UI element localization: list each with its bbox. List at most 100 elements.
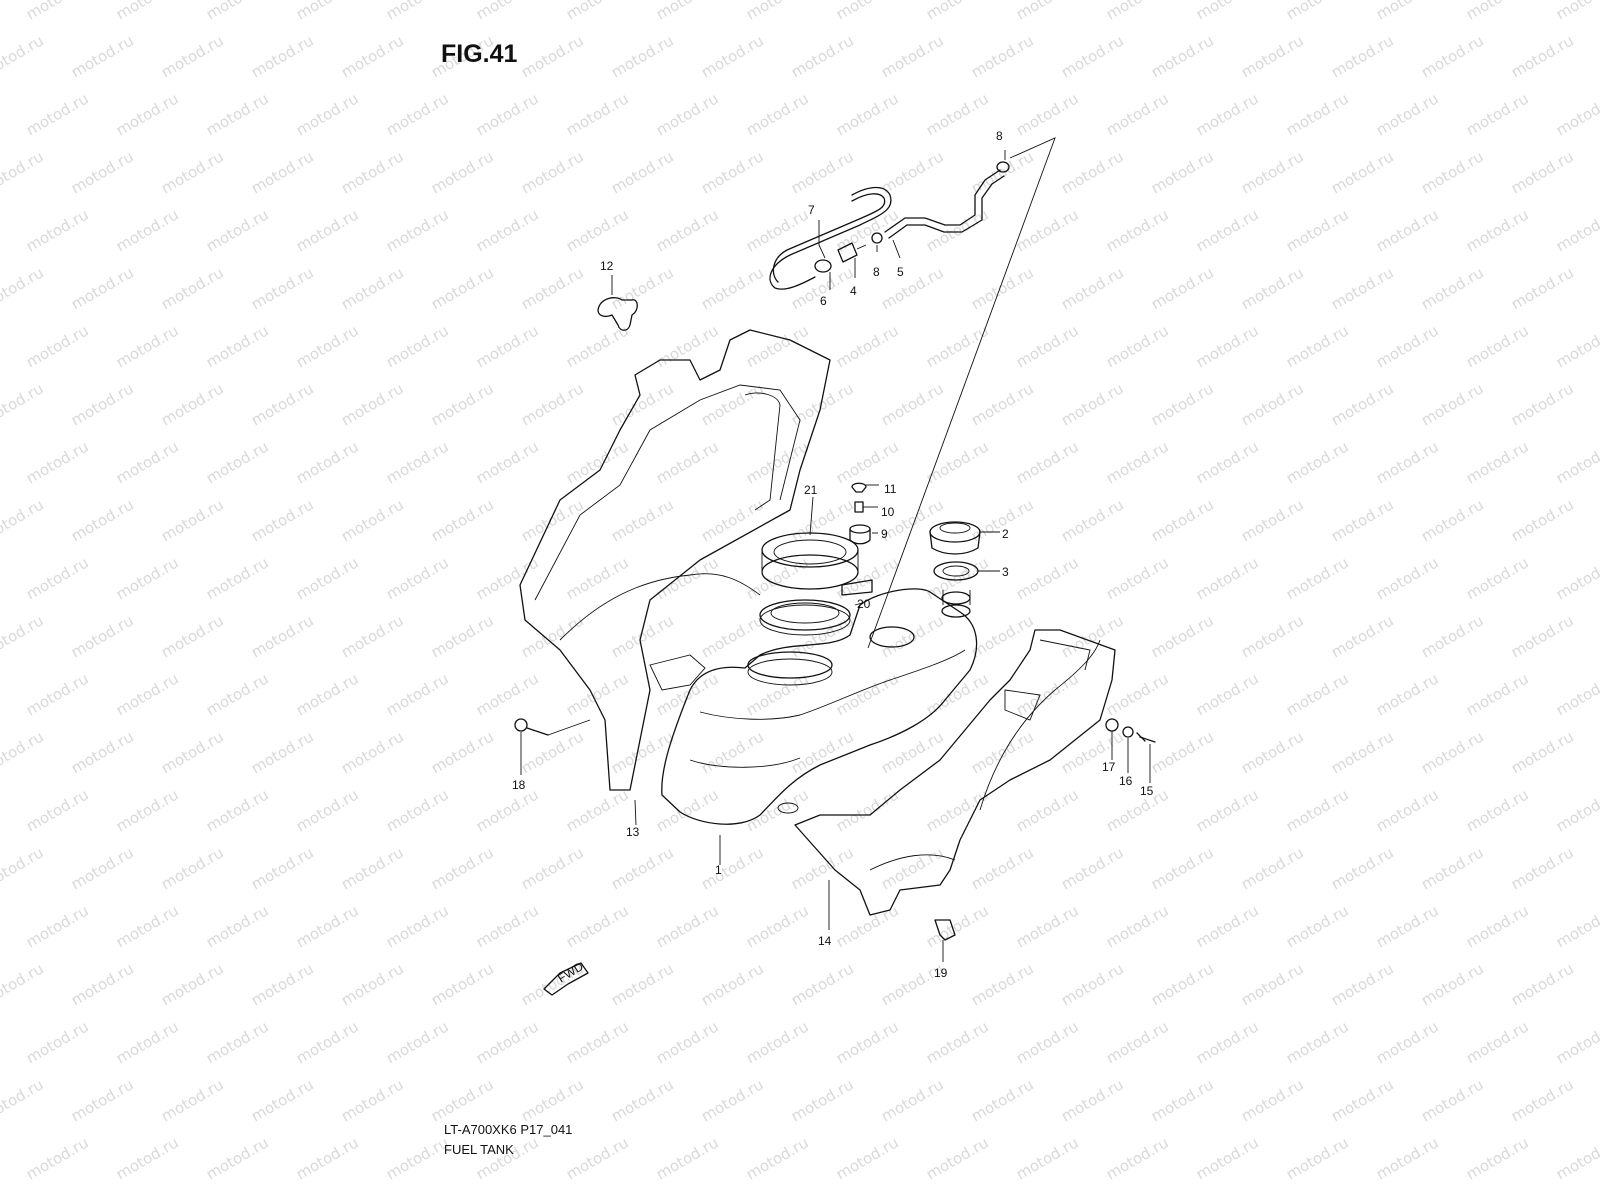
watermark-text: motod.ru	[383, 205, 452, 255]
watermark-text: motod.ru	[923, 0, 992, 23]
watermark-text: motod.ru	[338, 147, 407, 197]
watermark-text: motod.ru	[518, 727, 587, 777]
watermark-text: motod.ru	[1193, 785, 1262, 835]
watermark-text: motod.ru	[833, 1133, 902, 1183]
watermark-text: motod.ru	[203, 553, 272, 603]
watermark-text: motod.ru	[1283, 1133, 1352, 1183]
watermark-text: motod.ru	[1328, 147, 1397, 197]
watermark-text: motod.ru	[833, 785, 902, 835]
watermark-text: motod.ru	[113, 205, 182, 255]
watermark-text: motod.ru	[1373, 437, 1442, 487]
watermark-text: motod.ru	[563, 553, 632, 603]
watermark-text: motod.ru	[0, 437, 2, 487]
watermark-text: motod.ru	[0, 379, 47, 429]
watermark-text: motod.ru	[878, 1075, 947, 1125]
watermark-text: motod.ru	[653, 785, 722, 835]
watermark-text: motod.ru	[1508, 959, 1577, 1009]
watermark-text: motod.ru	[1553, 437, 1600, 487]
watermark-text: motod.ru	[428, 727, 497, 777]
watermark-text: motod.ru	[923, 89, 992, 139]
watermark-text: motod.ru	[1463, 321, 1532, 371]
watermark-text: motod.ru	[1463, 785, 1532, 835]
watermark-text: motod.ru	[293, 205, 362, 255]
watermark-text: motod.ru	[68, 147, 137, 197]
watermark-text: motod.ru	[698, 959, 767, 1009]
callout-6: 6	[820, 294, 827, 308]
watermark-text: motod.ru	[743, 321, 812, 371]
watermark-text: motod.ru	[608, 495, 677, 545]
watermark-text: motod.ru	[158, 263, 227, 313]
watermark-text: motod.ru	[113, 785, 182, 835]
watermark-text: motod.ru	[1148, 31, 1217, 81]
watermark-text: motod.ru	[1328, 959, 1397, 1009]
watermark-text: motod.ru	[518, 1075, 587, 1125]
watermark-text: motod.ru	[653, 901, 722, 951]
watermark-text: motod.ru	[1193, 1017, 1262, 1067]
watermark-text: motod.ru	[1058, 727, 1127, 777]
watermark-text: motod.ru	[1373, 901, 1442, 951]
assembly-reference-line	[867, 137, 1056, 649]
watermark-text: motod.ru	[248, 379, 317, 429]
watermark-text: motod.ru	[968, 611, 1037, 661]
watermark-text: motod.ru	[1148, 611, 1217, 661]
watermark-text: motod.ru	[518, 263, 587, 313]
watermark-text: motod.ru	[1553, 205, 1600, 255]
watermark-text: motod.ru	[203, 89, 272, 139]
watermark-text: motod.ru	[338, 495, 407, 545]
watermark-text: motod.ru	[428, 495, 497, 545]
hose-clip-lower	[814, 259, 832, 273]
watermark-text: motod.ru	[383, 321, 452, 371]
watermark-text: motod.ru	[1103, 0, 1172, 23]
watermark-text: motod.ru	[698, 611, 767, 661]
watermark-text: motod.ru	[158, 1075, 227, 1125]
watermark-text: motod.ru	[338, 727, 407, 777]
watermark-text: motod.ru	[248, 959, 317, 1009]
watermark-text: motod.ru	[1283, 89, 1352, 139]
watermark-text: motod.ru	[23, 0, 92, 23]
watermark-text: motod.ru	[293, 785, 362, 835]
watermark-text: motod.ru	[23, 785, 92, 835]
callout-19: 19	[934, 966, 948, 980]
watermark-text: motod.ru	[608, 727, 677, 777]
watermark-text: motod.ru	[1193, 321, 1262, 371]
watermark-text: motod.ru	[23, 321, 92, 371]
watermark-text: motod.ru	[653, 553, 722, 603]
watermark-text: motod.ru	[293, 901, 362, 951]
hose-clip-top	[996, 161, 1010, 173]
watermark-text: motod.ru	[923, 1133, 992, 1183]
watermark-text: motod.ru	[563, 89, 632, 139]
watermark-text: motod.ru	[1238, 843, 1307, 893]
callout-12: 12	[600, 259, 614, 273]
watermark-text: motod.ru	[68, 727, 137, 777]
grommet	[849, 524, 871, 545]
watermark-text: motod.ru	[293, 1133, 362, 1183]
watermark-text: motod.ru	[23, 437, 92, 487]
watermark-text: motod.ru	[473, 89, 542, 139]
watermark-text: motod.ru	[788, 379, 857, 429]
watermark-text: motod.ru	[518, 379, 587, 429]
watermark-text: motod.ru	[653, 1017, 722, 1067]
watermark-text: motod.ru	[0, 669, 2, 719]
callout-11: 11	[884, 482, 897, 496]
watermark-text: motod.ru	[518, 611, 587, 661]
watermark-text: motod.ru	[1193, 669, 1262, 719]
watermark-text: motod.ru	[1328, 31, 1397, 81]
watermark-text: motod.ru	[248, 263, 317, 313]
watermark-text: motod.ru	[68, 611, 137, 661]
watermark-text: motod.ru	[1553, 785, 1600, 835]
watermark-text: motod.ru	[293, 553, 362, 603]
leader-lines	[520, 150, 1151, 962]
watermark-text: motod.ru	[1373, 1133, 1442, 1183]
watermark-text: motod.ru	[23, 553, 92, 603]
watermark-text: motod.ru	[698, 843, 767, 893]
callout-10: 10	[881, 505, 895, 519]
watermark-text: motod.ru	[113, 1133, 182, 1183]
callout-8-top: 8	[996, 129, 1003, 143]
watermark-text: motod.ru	[1553, 321, 1600, 371]
watermark-text: motod.ru	[743, 1133, 812, 1183]
watermark-text: motod.ru	[1328, 843, 1397, 893]
mounting-bolt	[514, 718, 591, 736]
watermark-text: motod.ru	[698, 147, 767, 197]
watermark-text: motod.ru	[428, 1075, 497, 1125]
watermark-text: motod.ru	[1373, 669, 1442, 719]
